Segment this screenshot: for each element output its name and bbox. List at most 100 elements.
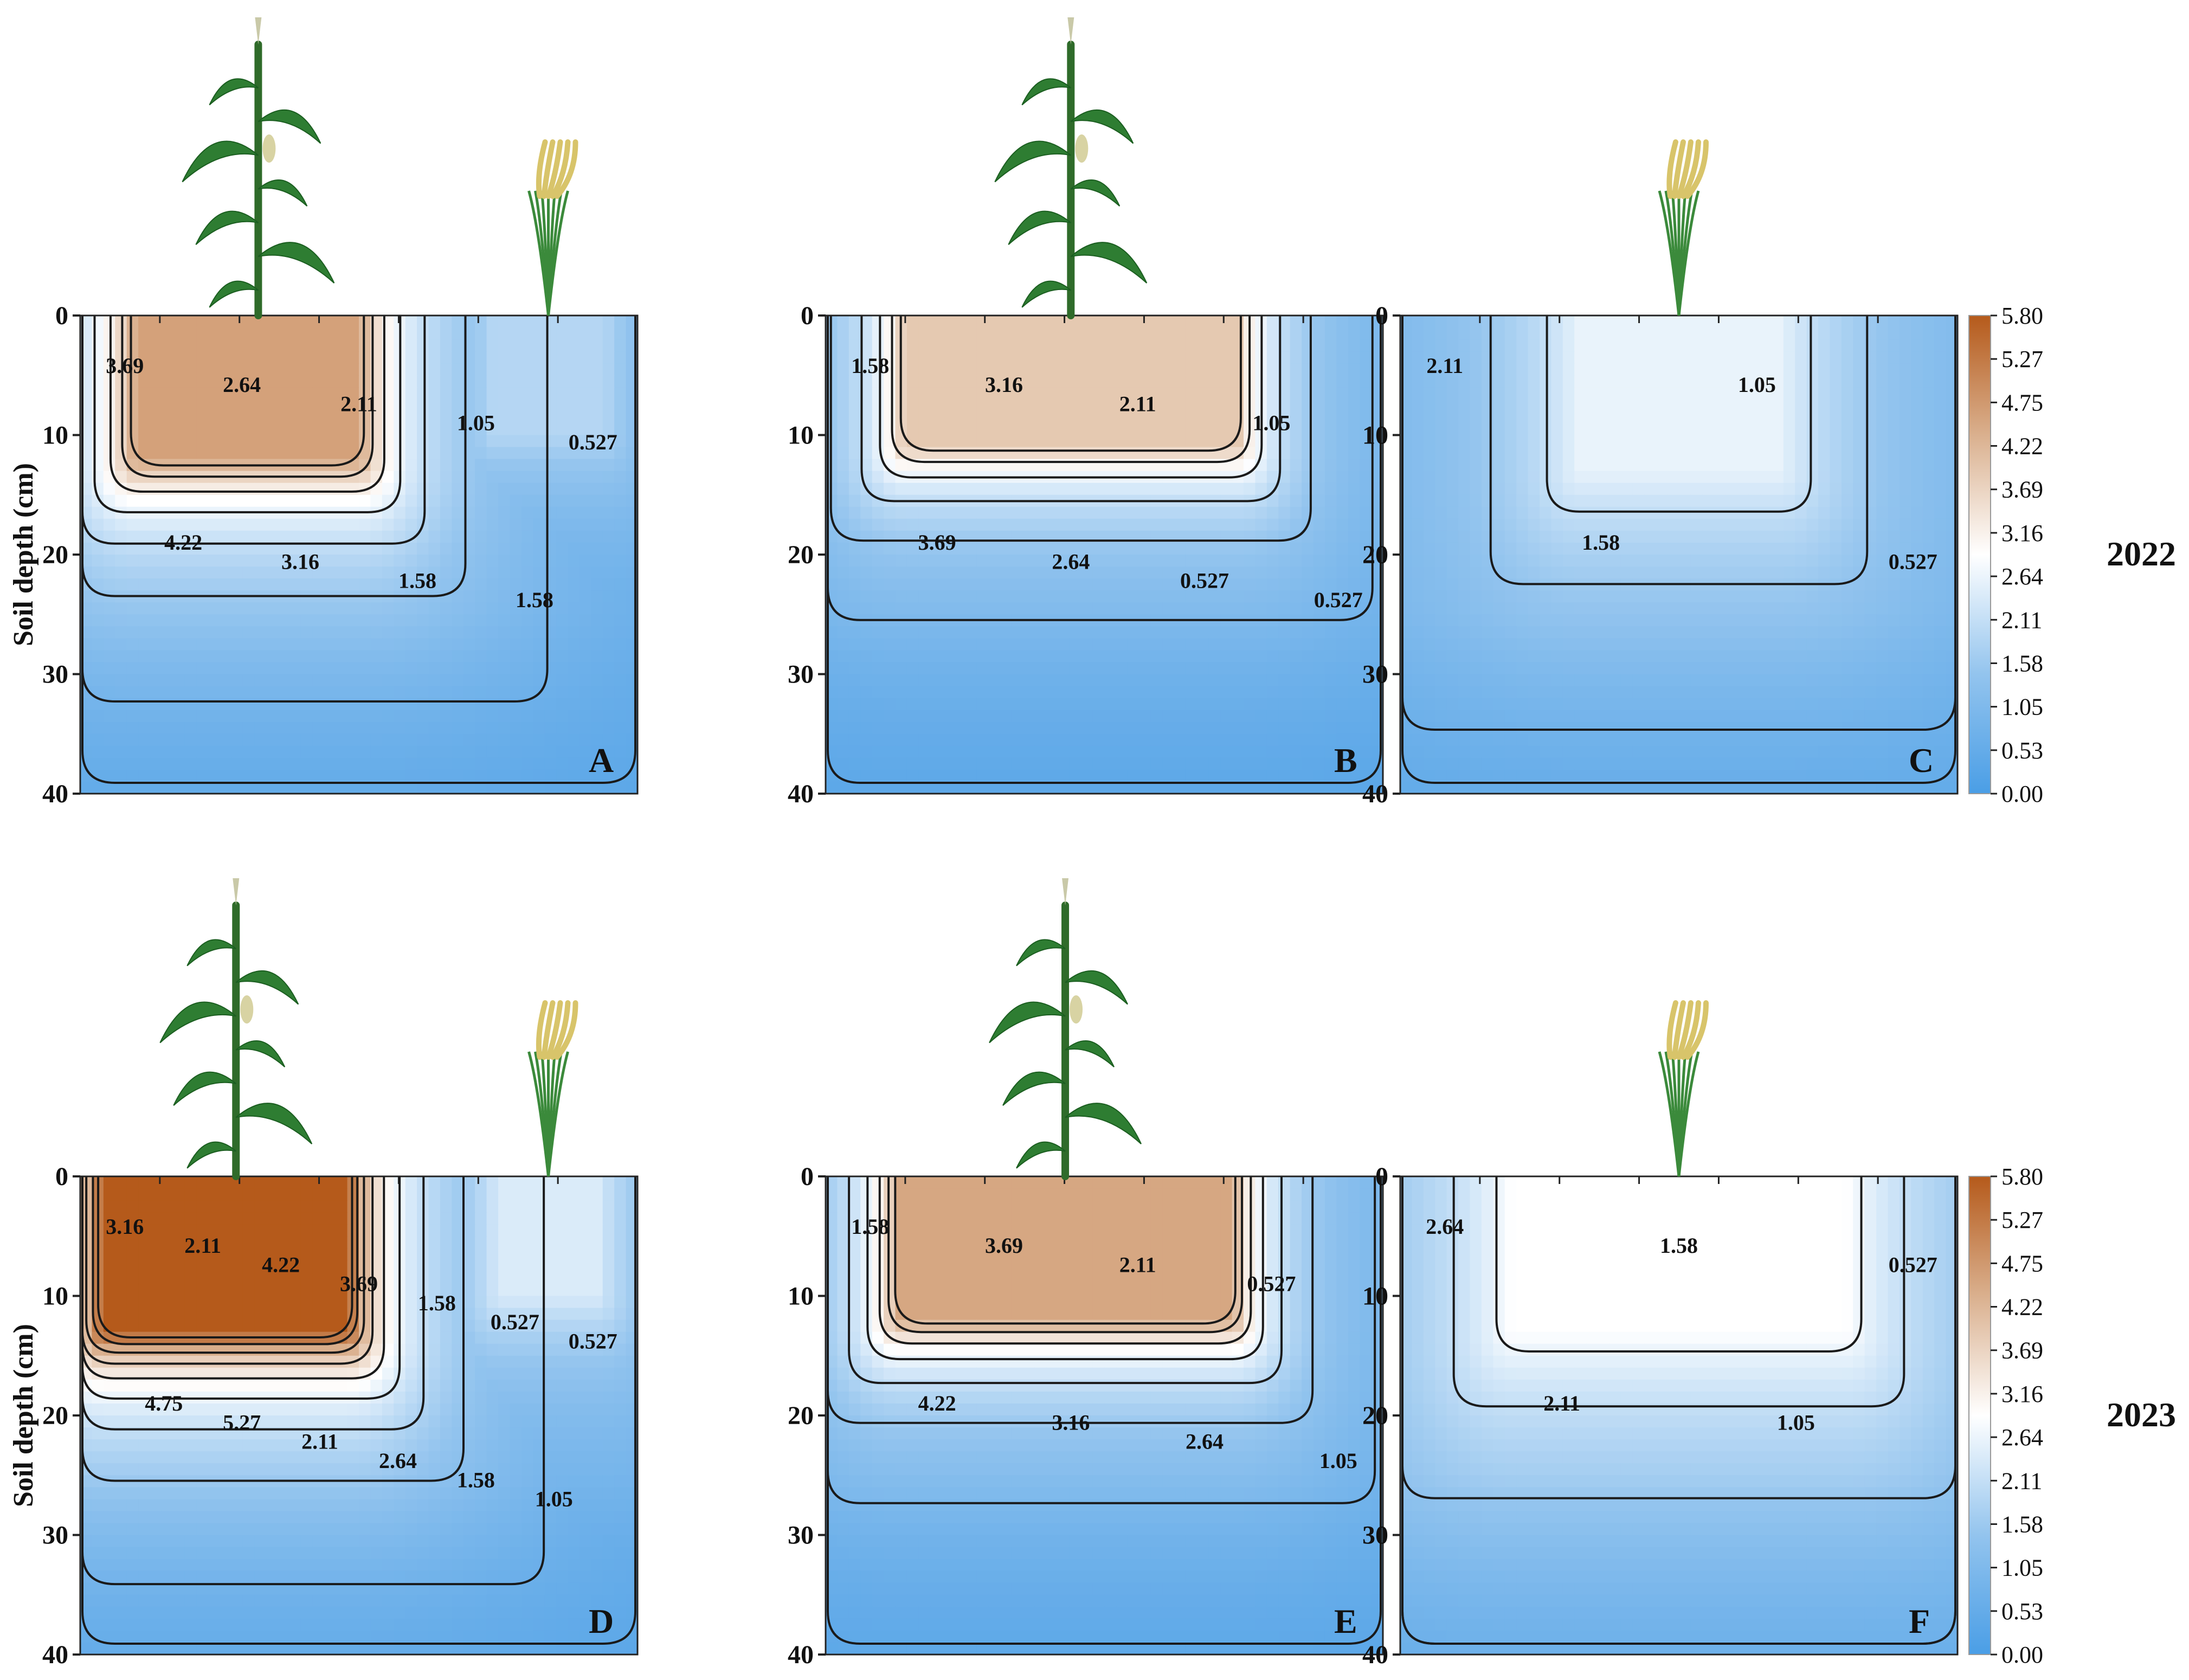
heat-cell (954, 316, 965, 328)
heat-cell (196, 567, 208, 579)
heat-cell (1000, 567, 1012, 579)
heat-cell (918, 363, 930, 376)
heat-cell (1232, 662, 1244, 674)
heat-cell (1528, 495, 1540, 507)
heat-cell (417, 435, 429, 448)
heat-cell (301, 770, 313, 782)
heat-cell (92, 662, 104, 674)
heat-cell (301, 722, 313, 735)
heat-cell (324, 567, 336, 579)
heat-cell (1482, 411, 1493, 423)
heat-cell (1482, 423, 1493, 435)
heat-cell (1197, 387, 1209, 400)
heat-cell (1842, 316, 1853, 328)
heat-cell (208, 375, 220, 388)
heat-cell (1574, 495, 1586, 507)
heat-cell (1667, 435, 1679, 448)
heat-cell (942, 483, 954, 495)
heat-cell (185, 555, 197, 567)
heat-cell (1035, 399, 1047, 411)
heat-cell (1035, 459, 1047, 472)
heat-cell (301, 339, 313, 352)
heat-cell (487, 471, 499, 484)
heat-cell (1447, 316, 1459, 328)
heat-cell (162, 758, 173, 770)
heat-cell (336, 447, 347, 460)
heat-cell (918, 399, 930, 411)
heat-cell (1900, 483, 1911, 495)
heat-cell (220, 531, 231, 543)
heat-cell (1197, 555, 1209, 567)
heat-cell (1000, 507, 1012, 519)
heat-cell (1911, 363, 1923, 376)
heat-cell (475, 471, 487, 484)
heat-cell (930, 327, 942, 340)
heat-cell (475, 447, 487, 460)
heat-cell (1482, 471, 1493, 484)
heat-cell (359, 746, 371, 758)
heat-cell (243, 686, 255, 699)
heat-cell (1255, 590, 1267, 603)
heat-cell (1081, 423, 1093, 435)
heat-cell (1046, 375, 1058, 388)
heat-cell (1702, 339, 1714, 352)
heat-cell (1702, 327, 1714, 340)
heat-cell (1093, 638, 1105, 651)
heat-cell (405, 722, 417, 735)
heat-cell (1348, 686, 1360, 699)
heat-cell (1360, 327, 1372, 340)
heat-cell (498, 351, 510, 364)
heat-cell (208, 698, 220, 711)
heat-cell (1290, 686, 1302, 699)
heat-cell (173, 351, 185, 364)
heat-cell (1726, 495, 1737, 507)
heat-cell (1046, 387, 1058, 400)
heat-cell (954, 578, 965, 591)
heat-cell (1551, 423, 1563, 435)
heat-cell (930, 578, 942, 591)
heat-cell (1853, 435, 1865, 448)
heat-cell (487, 662, 499, 674)
heat-cell (1209, 698, 1221, 711)
heat-cell (347, 722, 359, 735)
heat-cell (1830, 339, 1842, 352)
heat-cell (1540, 423, 1551, 435)
heat-cell (1876, 567, 1888, 579)
heat-cell (1128, 626, 1139, 639)
heat-cell (1412, 531, 1424, 543)
maize-plant-icon-leaf (258, 180, 307, 206)
heat-cell (1644, 339, 1656, 352)
heat-cell (533, 770, 545, 782)
heat-cell (568, 531, 580, 543)
heat-cell (1162, 734, 1174, 746)
heat-cell (1772, 327, 1784, 340)
heat-cell (289, 686, 301, 699)
heat-cell (1702, 555, 1714, 567)
heat-cell (104, 483, 115, 495)
heat-cell (1609, 363, 1621, 376)
heat-cell (872, 483, 884, 495)
heat-cell (1470, 507, 1482, 519)
heat-cell (1116, 483, 1128, 495)
heat-cell (1360, 399, 1372, 411)
heat-cell (138, 614, 150, 627)
heat-cell (185, 495, 197, 507)
heat-cell (884, 674, 896, 687)
heat-cell (185, 375, 197, 388)
heat-cell (896, 519, 907, 531)
heat-cell (1830, 495, 1842, 507)
heat-cell (568, 399, 580, 411)
heat-cell (162, 316, 173, 328)
heat-cell (1012, 746, 1023, 758)
heat-cell (1795, 435, 1807, 448)
heat-cell (1714, 375, 1726, 388)
heat-cell (452, 471, 463, 484)
heat-cell (162, 734, 173, 746)
heat-cell (1302, 339, 1314, 352)
heat-cell (1139, 447, 1151, 460)
heat-cell (1209, 459, 1221, 472)
heat-cell (278, 316, 289, 328)
heat-cell (1139, 543, 1151, 555)
heat-cell (1772, 543, 1784, 555)
heat-cell (907, 686, 919, 699)
